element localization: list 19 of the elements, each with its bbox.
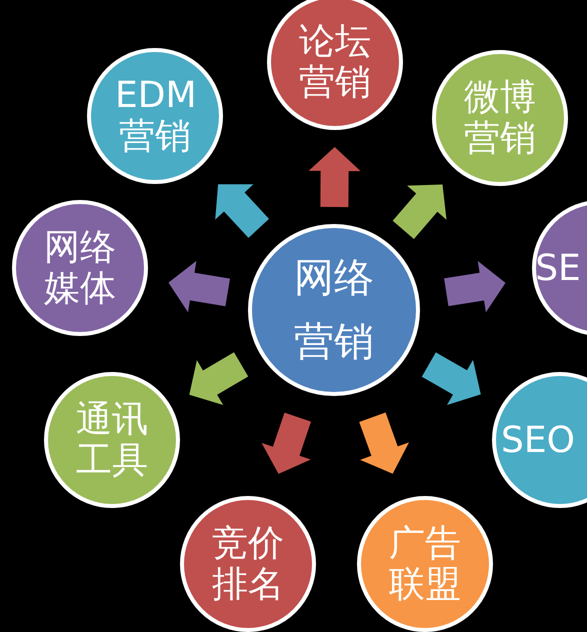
circle-label: 网络营销 <box>293 254 375 367</box>
circle-label: SE <box>534 248 582 289</box>
circle-label: 竞价排名 <box>211 522 285 606</box>
block-arrow <box>308 147 361 208</box>
block-arrow <box>262 412 311 474</box>
block-arrow <box>422 352 481 405</box>
circle-label: EDM营销 <box>115 74 195 158</box>
circle-label: 通讯工具 <box>75 398 149 482</box>
circle-label: 微博营销 <box>463 76 537 160</box>
circle-label: 论坛营销 <box>298 20 372 104</box>
block-arrow <box>189 352 248 405</box>
circle-label: 网络媒体 <box>43 226 117 310</box>
circle-label: SEO <box>500 420 576 461</box>
circle-label: 广告联盟 <box>388 522 462 606</box>
block-arrow <box>359 412 409 474</box>
block-arrow <box>444 261 506 312</box>
block-arrow <box>392 184 446 239</box>
block-arrow <box>168 260 230 312</box>
block-arrow <box>215 184 269 238</box>
